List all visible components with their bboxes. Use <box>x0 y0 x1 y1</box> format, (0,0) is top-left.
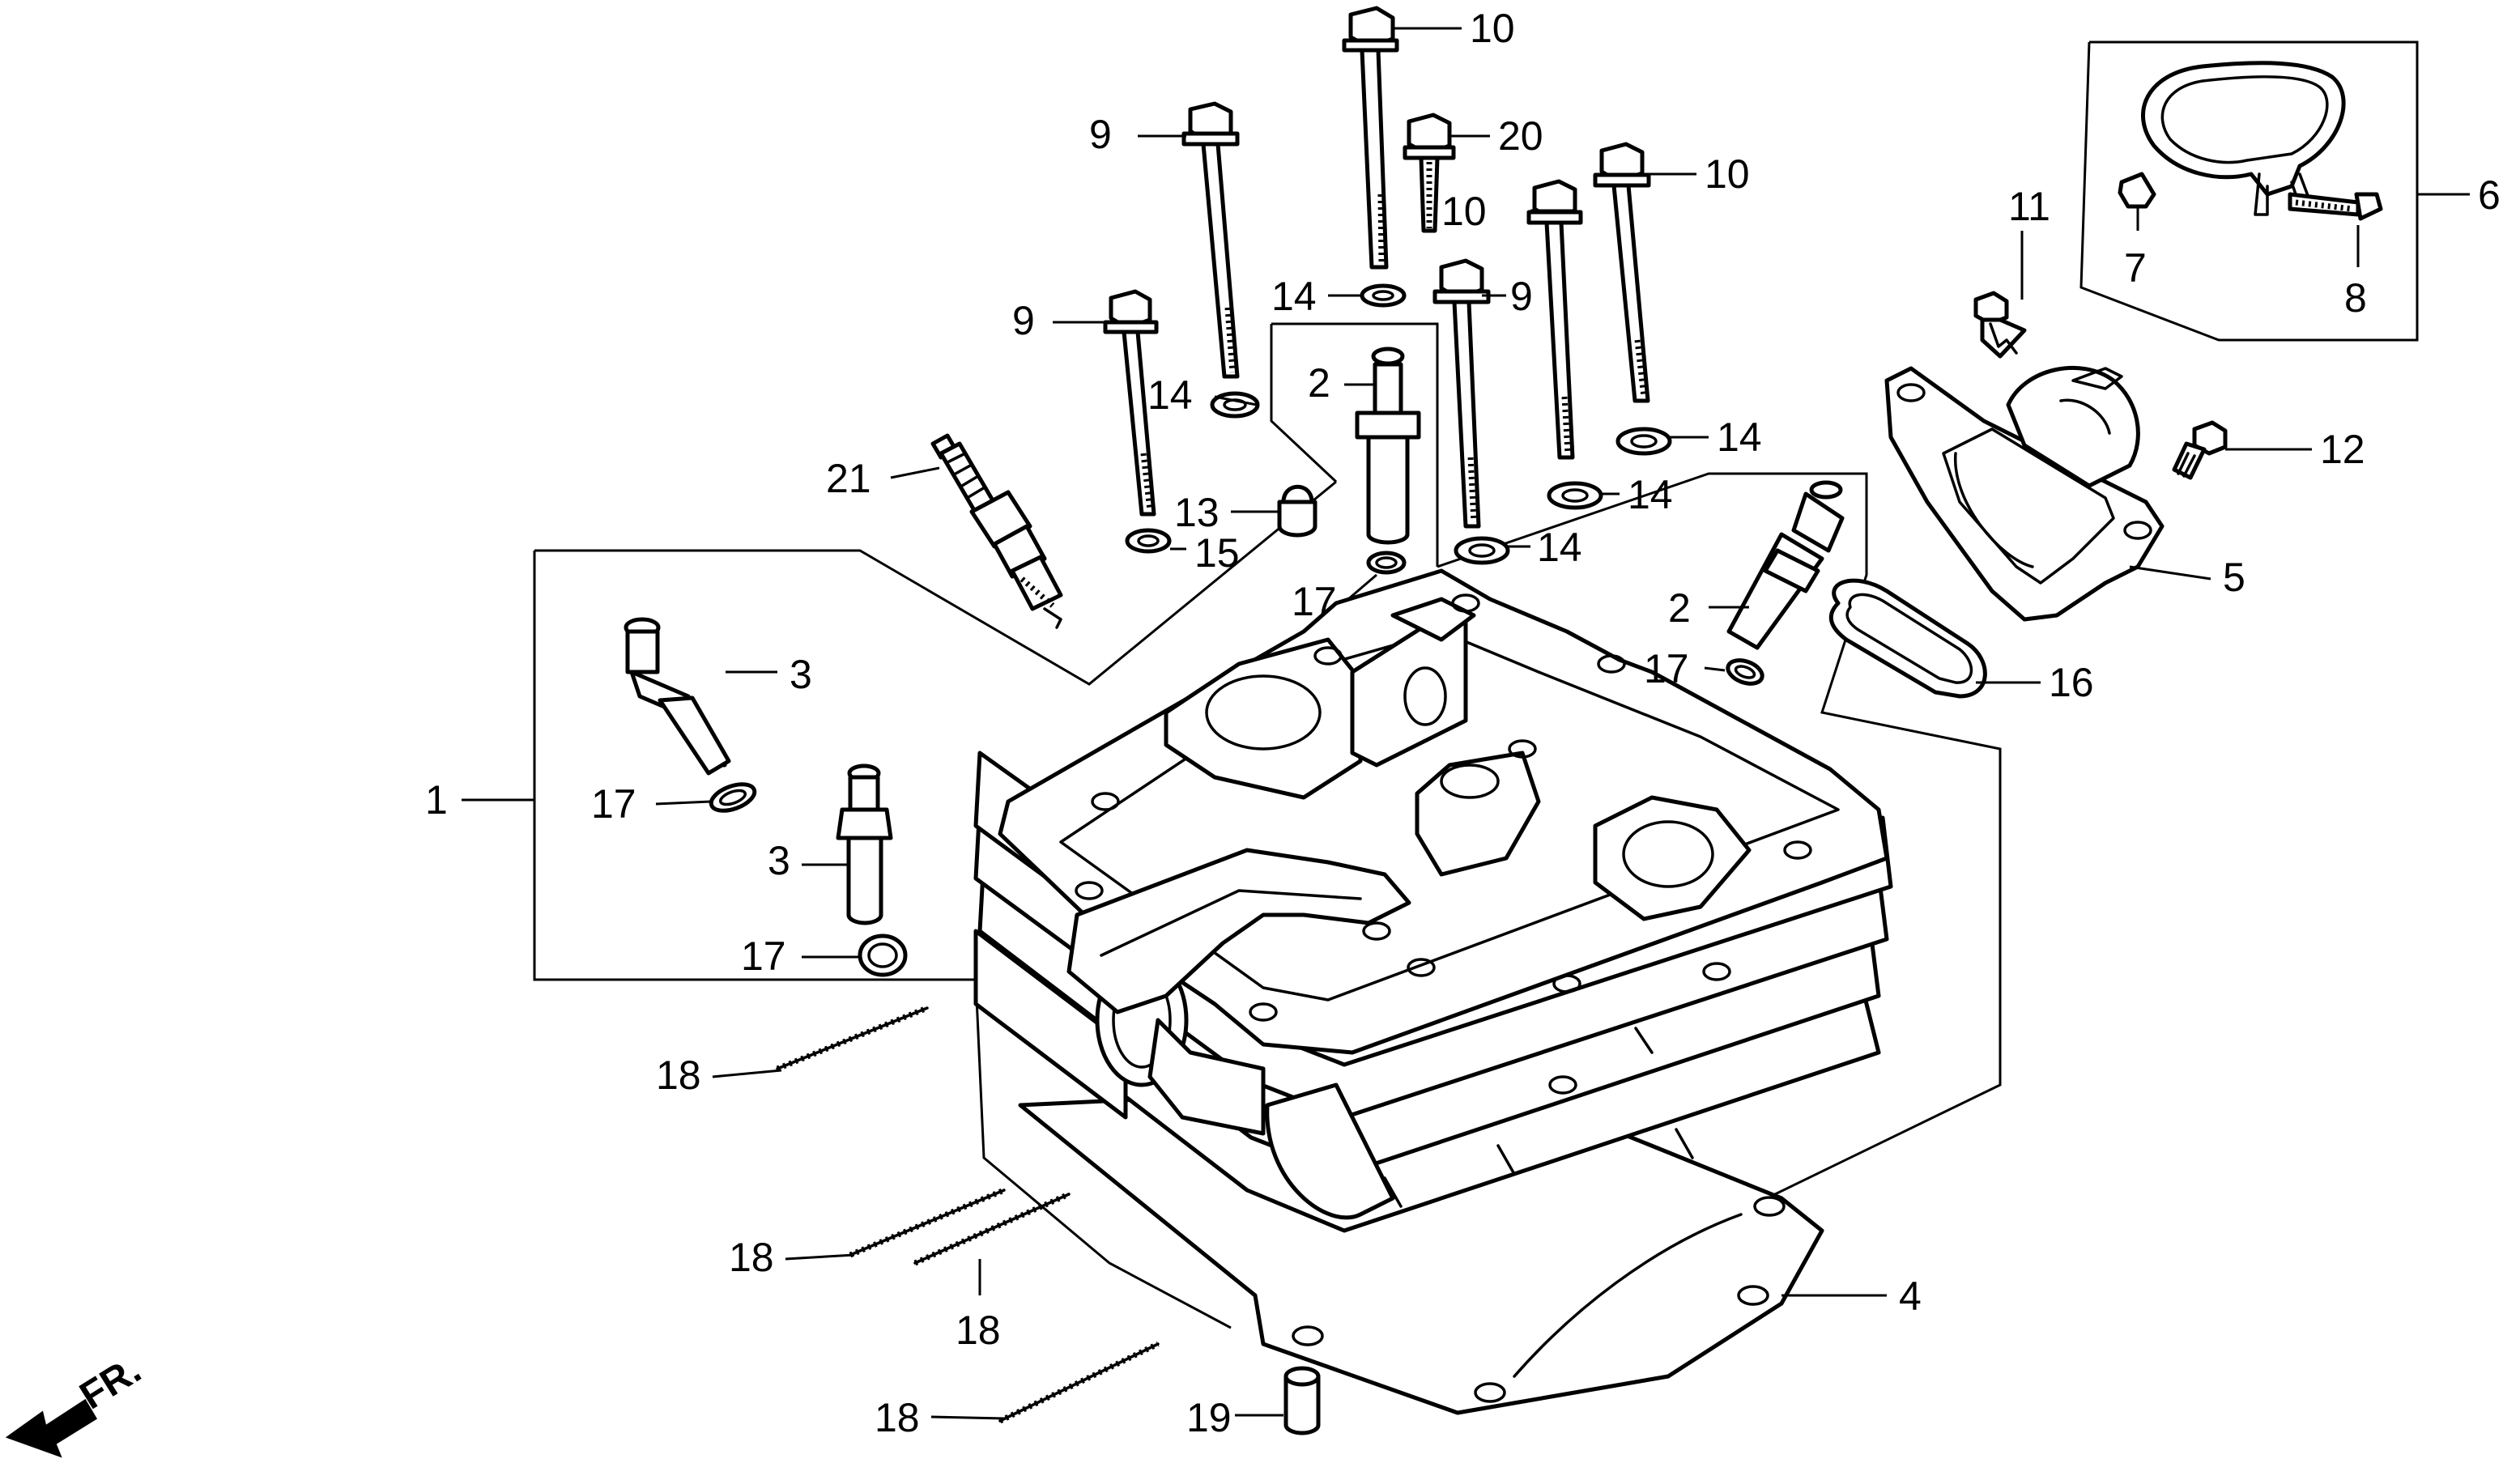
callout-14-e: 14 <box>1537 525 1582 570</box>
callout-10-right: 10 <box>1705 151 1750 197</box>
callout-14-a: 14 <box>1271 274 1317 319</box>
bolt-20 <box>1403 113 1456 233</box>
callout-8: 8 <box>2344 275 2367 321</box>
bolt-10-center <box>1526 179 1583 460</box>
clamp-nut-7 <box>2118 172 2156 209</box>
stud-18-b <box>849 1189 1006 1257</box>
cylinder-head <box>973 568 1893 1415</box>
callout-2-right: 2 <box>1668 585 1691 631</box>
valve-guide-3-b <box>836 763 893 925</box>
studs <box>776 1005 1160 1424</box>
leader-lines <box>462 27 2470 1420</box>
bolt-9-center <box>1432 258 1491 529</box>
group-lines <box>533 40 2419 1329</box>
callout-13: 13 <box>1174 490 1220 535</box>
callout-19: 19 <box>1186 1395 1232 1440</box>
callout-18-a: 18 <box>656 1053 701 1098</box>
callout-1: 1 <box>425 777 448 823</box>
bolt-10-top <box>1342 6 1399 270</box>
bolt-11 <box>1973 291 2027 359</box>
callout-10-center: 10 <box>1441 189 1487 234</box>
callout-9-center: 9 <box>1510 274 1533 319</box>
dowel-pin <box>1283 1366 1321 1435</box>
callout-6: 6 <box>2478 172 2501 218</box>
callout-17-a: 17 <box>1292 579 1337 624</box>
callout-12: 12 <box>2320 427 2365 472</box>
callout-3-b: 3 <box>768 838 790 883</box>
callout-15: 15 <box>1194 530 1240 576</box>
clamp-screw-8 <box>2288 192 2383 221</box>
callout-5: 5 <box>2223 555 2245 600</box>
bolt-12 <box>2172 420 2228 480</box>
callout-7: 7 <box>2124 245 2147 291</box>
valve-guides <box>624 347 1845 925</box>
callout-21: 21 <box>826 456 871 501</box>
front-arrow-icon <box>5 1398 98 1458</box>
o-rings <box>709 551 1764 977</box>
bolt-9-upper <box>1181 101 1240 379</box>
spark-plug <box>930 433 1063 629</box>
head-bolts <box>1103 6 1651 529</box>
callout-14-b: 14 <box>1147 372 1193 418</box>
callout-14-d: 14 <box>1628 472 1673 517</box>
callout-17-d: 17 <box>741 934 786 979</box>
callout-9-left: 9 <box>1012 298 1035 343</box>
front-direction-indicator: FR. <box>5 1348 148 1458</box>
washer-15 <box>1125 528 1172 554</box>
callout-14-c: 14 <box>1717 415 1762 460</box>
callout-18-b: 18 <box>729 1235 774 1280</box>
valve-guide-3-a <box>624 617 731 776</box>
intake-insulator <box>1884 365 2165 622</box>
callout-17-c: 17 <box>591 781 636 827</box>
callout-17-b: 17 <box>1644 646 1689 691</box>
callout-11: 11 <box>2008 184 2050 229</box>
callout-18-d: 18 <box>875 1395 920 1440</box>
callout-18-c: 18 <box>956 1308 1001 1353</box>
callout-9-upper: 9 <box>1089 112 1112 157</box>
callout-4: 4 <box>1899 1274 1922 1319</box>
valve-guide-2-right <box>1726 480 1845 650</box>
washers <box>1125 283 1672 565</box>
callout-2-upper: 2 <box>1308 360 1330 406</box>
cap-nut-13 <box>1277 484 1317 538</box>
stud-18-d <box>998 1342 1160 1423</box>
bolt-9-left <box>1103 289 1159 517</box>
callout-20: 20 <box>1498 113 1543 159</box>
valve-guide-2-upper <box>1355 347 1421 545</box>
callout-3-a: 3 <box>790 652 812 697</box>
callout-10-top: 10 <box>1470 6 1515 51</box>
insulator-gasket <box>1828 578 1987 699</box>
hose-clamp <box>2141 61 2346 216</box>
bolt-10-right <box>1593 142 1651 403</box>
callout-16: 16 <box>2049 660 2094 705</box>
callout-labels: 1 2 2 3 3 4 5 6 7 8 9 9 9 10 10 10 11 12… <box>425 6 2501 1440</box>
